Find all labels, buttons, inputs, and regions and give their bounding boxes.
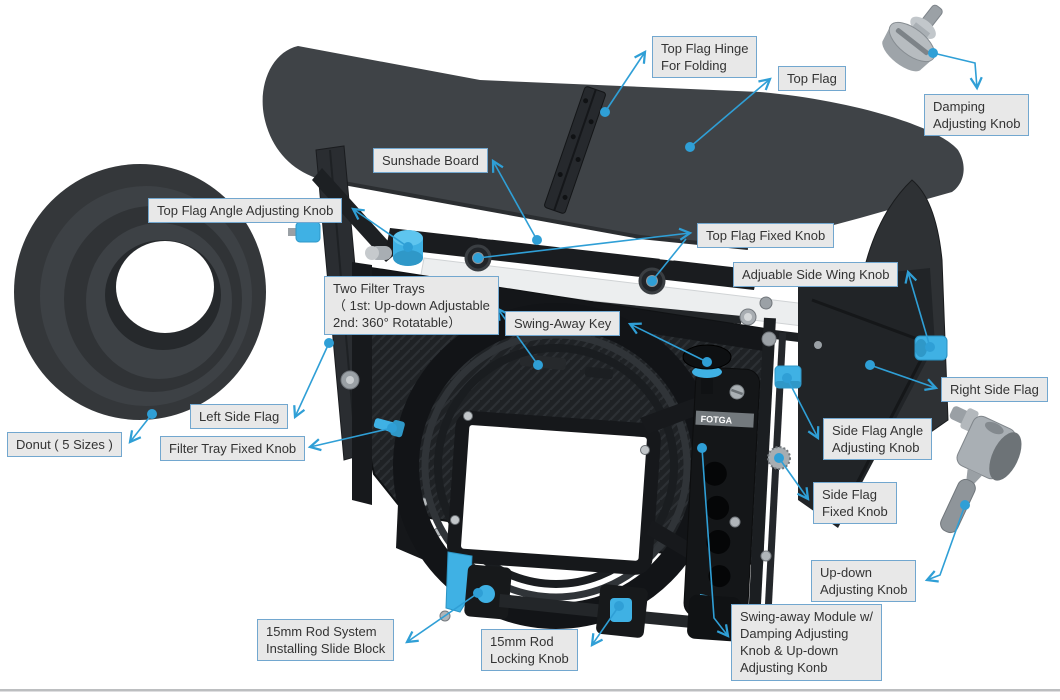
rail-screw-mid	[761, 331, 777, 347]
rail-screw-top	[759, 296, 773, 310]
callout-top-flag-fixed: Top Flag Fixed Knob	[697, 223, 835, 249]
leader-donut	[128, 413, 153, 444]
callout-rod-locking-knob: 15mm Rod Locking Knob	[481, 629, 578, 672]
leader-swing-module	[701, 447, 730, 638]
sunshade-board-frame	[386, 228, 758, 290]
callout-swing-away-key: Swing-Away Key	[505, 311, 621, 337]
bottom-divider	[0, 689, 1060, 692]
damping-knob-part	[882, 4, 943, 72]
leader-dots	[147, 48, 970, 611]
leader-right-flag	[869, 364, 939, 391]
leader-tray-fixed	[307, 427, 393, 452]
leader-top-flag-hinge	[604, 50, 647, 113]
leader-side-flag-angle	[786, 377, 820, 441]
small-blue-knob-left	[288, 221, 321, 243]
leader-lines	[128, 50, 983, 647]
leader-top-flag-fixed-b	[651, 238, 687, 282]
leader-side-wing	[904, 269, 931, 348]
callout-top-flag-angle: Top Flag Angle Adjusting Knob	[148, 198, 343, 224]
callout-sunshade-board: Sunshade Board	[373, 148, 488, 174]
rail-screw-low1	[729, 516, 741, 528]
callout-side-flag-angle: Side Flag Angle Adjusting Knob	[823, 418, 933, 461]
callout-right-side-flag: Right Side Flag	[941, 377, 1048, 403]
right-rails	[748, 317, 787, 618]
leader-rod-block	[405, 592, 479, 644]
leader-rod-lock	[590, 605, 620, 647]
leader-top-flag	[689, 77, 772, 148]
callout-top-flag-hinge: Top Flag Hinge For Folding	[652, 36, 758, 79]
callout-damping-knob: Damping Adjusting Knob	[924, 94, 1030, 137]
donut-bellows	[14, 164, 266, 420]
callout-side-flag-fixed: Side Flag Fixed Knob	[813, 482, 897, 525]
brand-plate	[695, 410, 755, 428]
leader-top-flag-angle	[351, 207, 409, 248]
swing-away-module: FOTGA	[683, 366, 761, 620]
brand-text: FOTGA	[700, 414, 732, 426]
top-flag-hinge-strip	[544, 86, 606, 214]
leader-left-flag	[293, 342, 330, 420]
callout-filter-tray-fixed: Filter Tray Fixed Knob	[160, 436, 306, 462]
leader-swing-key	[627, 322, 708, 363]
top-flag-panel	[262, 46, 964, 250]
leader-sunshade	[491, 158, 538, 241]
up-down-knob-part	[940, 406, 1022, 534]
leader-side-flag-fixed	[778, 457, 810, 501]
callout-up-down-knob: Up-down Adjusting Knob	[811, 560, 917, 603]
leader-damping	[932, 52, 983, 91]
callout-swing-away-module: Swing-away Module w/ Damping Adjusting K…	[731, 604, 882, 681]
callout-top-flag: Top Flag	[778, 66, 846, 92]
rail-screw-low2	[760, 550, 772, 562]
leader-filter-trays	[496, 307, 539, 366]
callout-donut: Donut ( 5 Sizes )	[7, 432, 122, 458]
callout-left-side-flag: Left Side Flag	[190, 404, 289, 430]
leader-top-flag-fixed-a	[477, 227, 693, 259]
leader-up-down	[924, 504, 966, 583]
callout-rod-slide-block: 15mm Rod System Installing Slide Block	[257, 619, 395, 662]
callout-side-wing-knob: Adjuable Side Wing Knob	[733, 262, 899, 288]
callout-filter-trays: Two Filter Trays （ 1st: Up-down Adjustab…	[324, 276, 499, 336]
module-screw	[729, 384, 745, 400]
